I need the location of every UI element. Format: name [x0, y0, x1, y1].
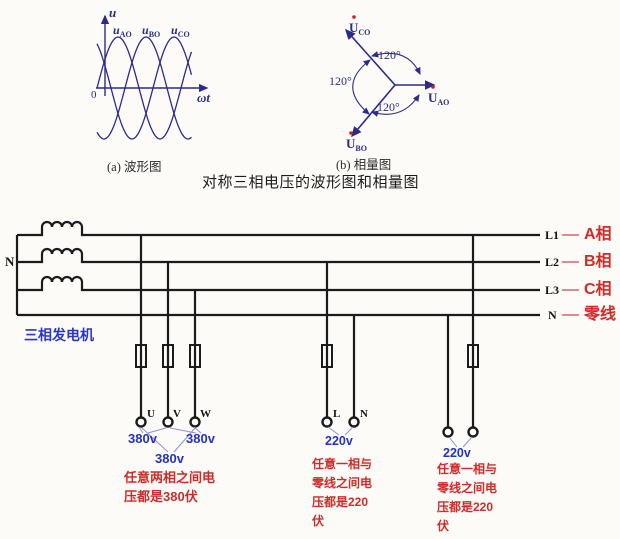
load-taps	[139, 235, 475, 428]
phasor-label-ubo: UBO	[346, 136, 367, 153]
angle-label-left: 120°	[329, 74, 352, 88]
curve-label-uco: uCO	[171, 22, 190, 39]
figure-title: 对称三相电压的波形图和相量图	[202, 175, 420, 191]
curve-label-ubo: uBO	[142, 22, 160, 39]
label-dashes	[562, 234, 579, 316]
phase-label-c: C相	[584, 281, 612, 298]
angle-label-bottom: 120°	[377, 100, 400, 114]
phasor-vectors	[344, 28, 436, 138]
waveform-curves	[96, 36, 193, 140]
sine-curve-ubo	[96, 36, 192, 140]
phase-label-b: B相	[584, 253, 612, 270]
curve-label-uco-sub: CO	[177, 30, 190, 39]
phasor-label-uao-main: U	[428, 90, 438, 105]
voltage-380-left: 380v	[128, 431, 157, 446]
note-right-line1: 任意一相与	[437, 462, 498, 476]
phasor-label-uao-sub: AO	[437, 98, 450, 107]
sine-curve-uco	[96, 36, 193, 140]
phasor-label-ubo-sub: BO	[355, 144, 367, 153]
curve-label-uao-sub: AO	[119, 30, 132, 39]
note-middle-line3: 压都是220	[312, 495, 369, 509]
phasor-angle-arcs	[352, 51, 421, 117]
terminal-label-u: U	[147, 408, 155, 420]
curve-label-uao-main: u	[113, 23, 120, 37]
caption-waveform: (a) 波形图	[107, 160, 162, 174]
waveform-axes	[96, 14, 209, 96]
sine-curve-uao	[96, 36, 193, 140]
phasor-label-uco-sub: CO	[358, 28, 371, 37]
note-phase-voltage-right: 任意一相与 零线之间电 压都是220 伏	[437, 460, 497, 536]
waveform-y-axis-label: u	[109, 5, 117, 20]
note-middle-line2: 零线之间电	[312, 476, 373, 490]
note-middle-line1: 任意一相与	[312, 457, 373, 471]
phasor-dots	[349, 15, 435, 135]
phasor-label-uao: UAO	[428, 90, 449, 107]
line-label-l1: L1	[545, 228, 560, 242]
voltage-220-middle: 220v	[325, 434, 353, 448]
phasor-label-ubo-main: U	[346, 136, 356, 151]
fuses	[135, 344, 479, 368]
terminal-label-n: N	[360, 408, 368, 420]
phase-label-a: A相	[584, 226, 612, 243]
note-phase-voltage-middle: 任意一相与 零线之间电 压都是220 伏	[312, 455, 372, 531]
line-label-l2: L2	[545, 255, 560, 269]
curve-label-uao: uAO	[113, 22, 132, 39]
terminal-label-w: W	[200, 408, 211, 420]
note-line-voltage: 任意两相之间电 压都是380伏	[124, 468, 215, 506]
terminal-label-v: V	[173, 408, 181, 420]
voltage-fan-lines	[138, 426, 473, 453]
note-line-voltage-line1: 任意两相之间电	[124, 470, 216, 485]
angle-label-top: 120°	[378, 48, 401, 62]
phase-label-neutral: 零线	[584, 306, 617, 323]
curve-label-ubo-sub: BO	[148, 30, 161, 39]
generator-label: 三相发电机	[24, 327, 94, 343]
note-right-line4: 伏	[437, 519, 450, 533]
waveform-origin-label: 0	[91, 89, 97, 101]
line-label-l3: L3	[545, 283, 560, 297]
curve-label-ubo-main: u	[142, 23, 149, 37]
note-right-line3: 压都是220	[437, 500, 494, 514]
line-label-n: N	[548, 308, 557, 322]
terminal-circles	[135, 416, 479, 438]
caption-phasor: (b) 相量图	[336, 158, 392, 172]
curve-label-uco-main: u	[171, 23, 178, 37]
note-middle-line4: 伏	[312, 514, 325, 528]
generator-neutral-label: N	[5, 254, 15, 269]
waveform-x-axis-label: ωt	[197, 90, 211, 105]
voltage-380-bottom: 380v	[155, 451, 184, 466]
voltage-380-right: 380v	[186, 431, 215, 446]
voltage-220-right: 220v	[443, 446, 471, 460]
terminal-label-l: L	[333, 408, 341, 420]
note-right-line2: 零线之间电	[437, 481, 498, 495]
phasor-label-uco: UCO	[349, 20, 370, 37]
phasor-label-uco-main: U	[349, 20, 359, 35]
generator-and-power-lines	[15, 220, 540, 317]
note-line-voltage-line2: 压都是380伏	[124, 489, 198, 504]
